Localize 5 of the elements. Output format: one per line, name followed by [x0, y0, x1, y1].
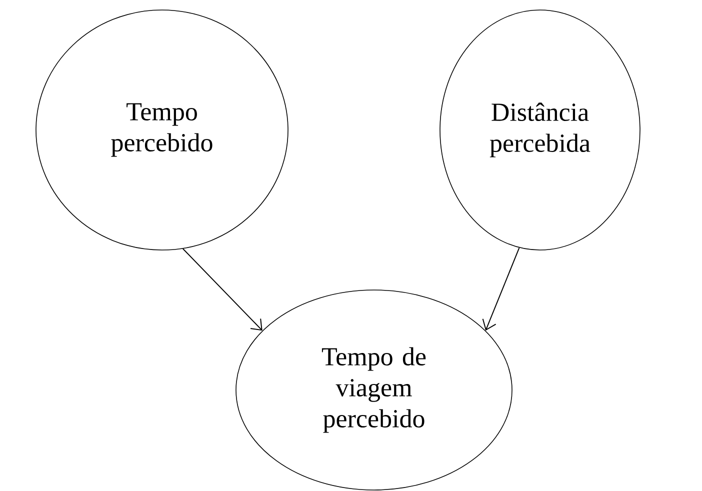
- arrow: [182, 248, 262, 331]
- ellipse-node: Tempo de viagem percebido: [236, 290, 512, 490]
- arrow: [482, 247, 520, 331]
- ellipse-node: Tempo percebido: [36, 10, 288, 250]
- ellipse-node: Distância percebida: [440, 10, 640, 250]
